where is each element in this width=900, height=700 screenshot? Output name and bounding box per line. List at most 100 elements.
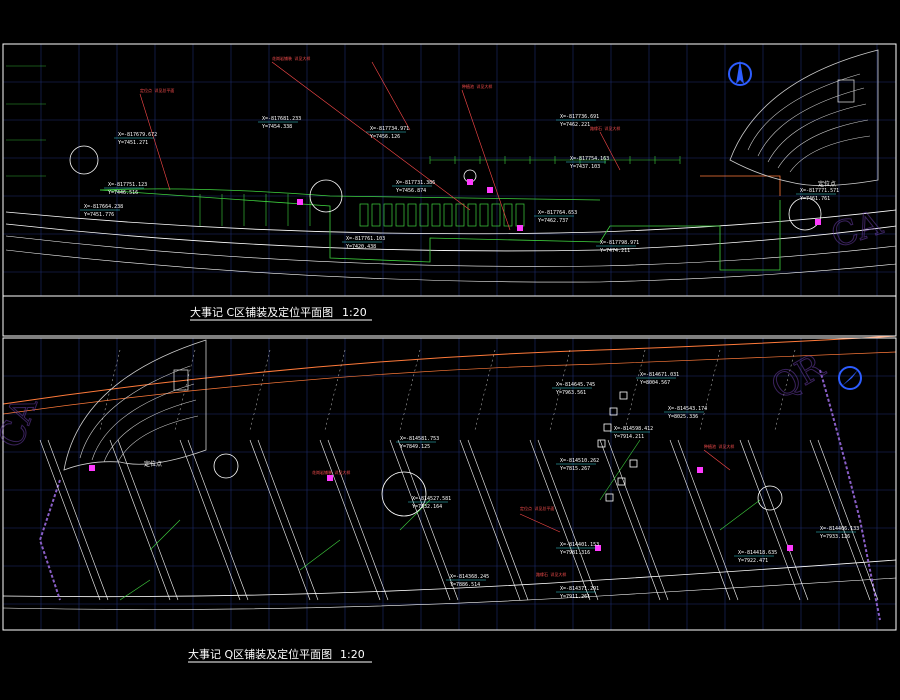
- leader-line: [461, 89, 511, 231]
- north-arrow-icon: [838, 366, 862, 390]
- north-arrow-icon: [728, 60, 752, 86]
- guide-line: [774, 349, 796, 431]
- road-edge: [5, 209, 897, 235]
- coordinate-y: Y=7461.761: [800, 196, 830, 202]
- planter-box: [443, 203, 453, 227]
- top-notes: 花岗岩铺装 详见大样 定位点 详见总平面 种植池 详见大样 路缘石 详见大样: [140, 55, 620, 131]
- planter-box: [467, 203, 477, 227]
- key-map-top-label: 定位点: [818, 180, 836, 188]
- coordinate-x: X=-817764.653: [538, 210, 577, 216]
- road-edge: [5, 223, 897, 252]
- tree-circle: [757, 485, 783, 511]
- location-marker: [297, 199, 303, 205]
- key-map-bottom: 定位点: [63, 339, 207, 471]
- boundary-line: [2, 351, 897, 415]
- bottom-notes: 花岗岩铺装 详见大样 种植池 详见大样 定位点 详见总平面 路缘石 详见大样: [312, 443, 734, 577]
- planter-box: [455, 203, 465, 227]
- coordinate-y: Y=7886.514: [450, 582, 480, 588]
- paving-strip: [249, 439, 311, 601]
- hedge-line: [38, 479, 61, 601]
- coordinate-y: Y=7420.438: [346, 244, 376, 250]
- paving-strip: [739, 439, 801, 601]
- coordinate-x: X=-814418.635: [738, 550, 777, 556]
- coordinate-y: Y=7933.126: [820, 534, 850, 540]
- guide-line: [249, 349, 271, 431]
- guide-line: [624, 349, 646, 431]
- paving-strip: [109, 439, 171, 601]
- leader-line: [599, 131, 621, 171]
- paving-strip: [537, 439, 599, 601]
- coordinate-y: Y=7451.776: [84, 212, 114, 218]
- planter-box: [491, 203, 501, 227]
- coordinate-x: X=-817679.672: [118, 132, 157, 138]
- top-panel-title: 大事记 C区铺装及定位平面图 1:20: [190, 305, 372, 321]
- bottom-title-scale: 1:20: [340, 648, 365, 661]
- paver-square: [605, 493, 614, 502]
- key-map-top: 定位点: [729, 49, 879, 188]
- coordinate-y: Y=7451.271: [118, 140, 148, 146]
- coordinate-x: X=-817771.571: [800, 188, 839, 194]
- coordinate-x: X=-814510.262: [560, 458, 599, 464]
- paving-strip: [599, 439, 661, 601]
- location-marker: [517, 225, 523, 231]
- tree-circle: [69, 145, 99, 175]
- coordinate-x: X=-817736.691: [560, 114, 599, 120]
- location-marker: [487, 187, 493, 193]
- leader-line: [139, 93, 171, 191]
- coordinate-x: X=-817754.163: [570, 156, 609, 162]
- paving-strip: [747, 439, 809, 601]
- location-marker: [327, 475, 333, 481]
- coordinate-x: X=-817734.971: [370, 126, 409, 132]
- paving-strip: [39, 439, 101, 601]
- planter-box: [371, 203, 381, 227]
- leader-line: [719, 499, 761, 531]
- leader-line: [371, 61, 411, 131]
- paving-strip: [607, 439, 669, 601]
- guide-line: [474, 349, 496, 431]
- planter-box: [383, 203, 393, 227]
- bottom-panel-title: 大事记 Q区铺装及定位平面图 1:20: [188, 647, 372, 663]
- guide-line: [699, 349, 721, 431]
- paving-strip: [397, 439, 459, 601]
- coordinate-y: Y=7911.261: [560, 594, 590, 600]
- leader-line: [399, 499, 431, 531]
- paving-strip: [179, 439, 241, 601]
- planter-box: [407, 203, 417, 227]
- top-panel-frame: [2, 43, 897, 337]
- note: 花岗岩铺装 详见大样: [312, 469, 350, 475]
- coordinate-y: Y=7815.267: [560, 466, 590, 472]
- coordinate-y: Y=7437.103: [570, 164, 600, 170]
- coordinate-y: Y=7932.164: [412, 504, 442, 510]
- location-marker: [697, 467, 703, 473]
- coordinate-x: X=-814371.291: [560, 586, 599, 592]
- paving-strip: [677, 439, 739, 601]
- paving-strip: [257, 439, 319, 601]
- coordinate-x: X=-814368.245: [450, 574, 489, 580]
- boundary-line: [2, 335, 897, 405]
- planter-box: [479, 203, 489, 227]
- leader-line: [149, 519, 181, 551]
- leader-line: [119, 579, 151, 601]
- bottom-title-text: 大事记 Q区铺装及定位平面图: [188, 647, 332, 661]
- leader-line: [599, 439, 641, 501]
- coordinate-x: X=-817798.971: [600, 240, 639, 246]
- coordinate-x: X=-814401.153: [560, 542, 599, 548]
- guide-line: [324, 349, 346, 431]
- paver-square: [619, 391, 628, 400]
- road-edge: [2, 577, 897, 610]
- coordinate-x: X=-814581.753: [400, 436, 439, 442]
- paver-square: [609, 407, 618, 416]
- note: 路缘石 详见大样: [590, 125, 620, 131]
